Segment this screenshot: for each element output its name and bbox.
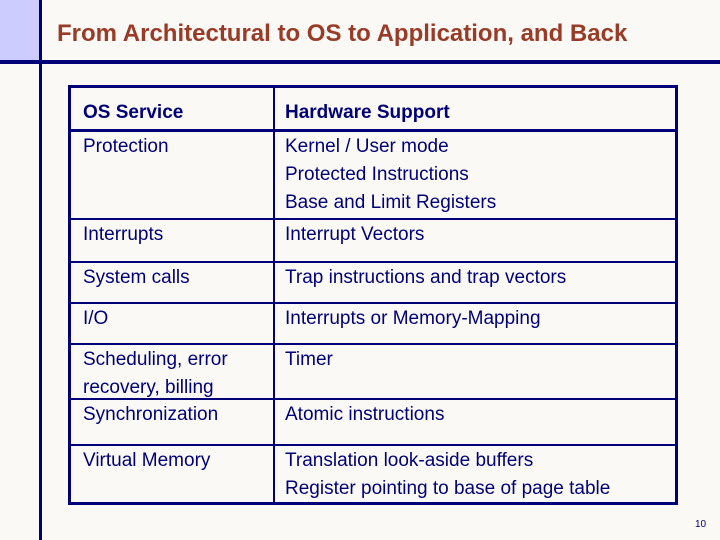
accent-square — [0, 0, 42, 63]
table-header-row: OS Service Hardware Support — [71, 88, 675, 132]
title-underline — [0, 60, 720, 64]
left-accent-line — [39, 0, 42, 540]
os-service-cell: Virtual Memory — [71, 446, 275, 502]
table-row: System calls Trap instructions and trap v… — [71, 263, 675, 304]
slide-title: From Architectural to OS to Application,… — [57, 20, 628, 47]
hardware-support-line: Translation look-aside buffers — [285, 450, 534, 471]
hardware-support-line: Kernel / User mode — [285, 136, 449, 157]
hardware-support-cell: Interrupt Vectors — [275, 220, 675, 261]
hardware-support-line: Register pointing to base of page table — [285, 478, 611, 499]
hardware-support-line: Interrupts or Memory-Mapping — [285, 308, 541, 329]
hardware-support-line: Protected Instructions — [285, 164, 469, 185]
hardware-support-line: Timer — [285, 349, 333, 370]
hardware-support-line: Interrupt Vectors — [285, 224, 425, 245]
os-service-cell: System calls — [71, 263, 275, 302]
os-service-cell: I/O — [71, 304, 275, 343]
os-service-cell: Interrupts — [71, 220, 275, 261]
hardware-support-line: Base and Limit Registers — [285, 192, 497, 213]
hardware-support-cell: Interrupts or Memory-Mapping — [275, 304, 675, 343]
table-row: Synchronization Atomic instructions — [71, 400, 675, 446]
os-service-cell: Protection — [71, 132, 275, 218]
hardware-support-line: Trap instructions and trap vectors — [285, 267, 567, 288]
column-header-os-service: OS Service — [71, 88, 275, 129]
table-row: Scheduling, error recovery, billing Timer — [71, 345, 675, 400]
table-row: I/O Interrupts or Memory-Mapping — [71, 304, 675, 345]
os-service-cell: Synchronization — [71, 400, 275, 444]
column-header-hardware-support: Hardware Support — [285, 102, 450, 123]
os-service-cell: Scheduling, error recovery, billing — [71, 345, 275, 398]
hardware-support-cell: Atomic instructions — [275, 400, 675, 444]
hardware-support-line: Atomic instructions — [285, 404, 445, 425]
page-number: 10 — [695, 519, 707, 530]
hardware-support-cell: Trap instructions and trap vectors — [275, 263, 675, 302]
table-row: Interrupts Interrupt Vectors — [71, 220, 675, 263]
hardware-support-cell: Timer — [275, 345, 675, 398]
